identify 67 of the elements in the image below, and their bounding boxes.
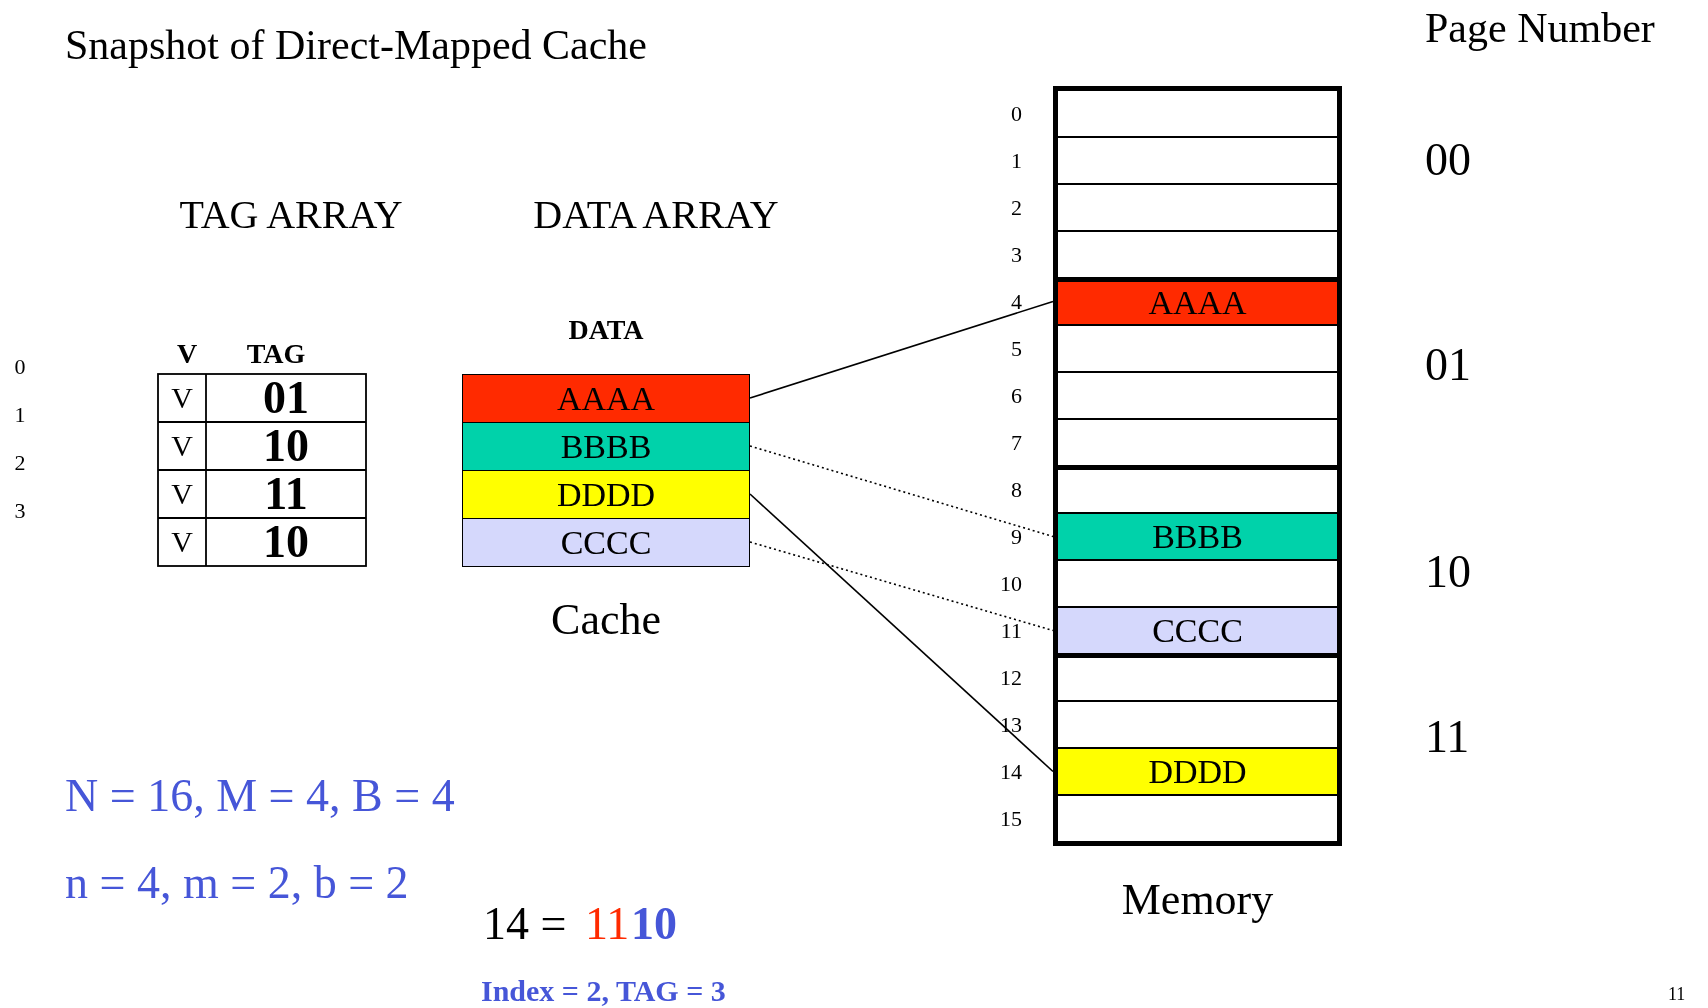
index-number: 2 (14, 452, 26, 474)
memory-caption: Memory (1121, 878, 1274, 922)
memory-row (1057, 184, 1338, 231)
connector-line (749, 445, 1054, 538)
cache-caption: Cache (551, 598, 661, 642)
memory-row (1057, 90, 1338, 137)
tag-value: 10 (263, 519, 309, 565)
page-number: 01 (1425, 342, 1471, 388)
tag-value: 10 (263, 423, 309, 469)
index-number: 3 (14, 500, 26, 522)
address-number: 15 (1000, 807, 1022, 830)
memory-row (1057, 654, 1338, 701)
tag-value: 11 (264, 471, 308, 517)
address-number: 5 (1011, 337, 1022, 360)
memory-block: CCCC (1057, 607, 1338, 654)
address-number: 14 (1000, 760, 1022, 783)
memory-row (1057, 560, 1338, 607)
address-number: 0 (1011, 102, 1022, 125)
address-number: 1 (1011, 149, 1022, 172)
title: Snapshot of Direct-Mapped Cache (65, 24, 647, 66)
address-number: 4 (1011, 290, 1022, 313)
memory-row (1057, 372, 1338, 419)
section-heading: DATA ARRAY (533, 195, 779, 235)
memory-row (1057, 231, 1338, 278)
parameter-text: n = 4, m = 2, b = 2 (65, 860, 409, 906)
connector-line (749, 493, 1054, 773)
address-number: 3 (1011, 243, 1022, 266)
equation-text: 14 = (483, 901, 567, 947)
column-heading: TAG (246, 340, 306, 368)
valid-bit: V (171, 479, 193, 509)
page-number: 10 (1425, 549, 1471, 595)
memory-block: DDDD (1057, 748, 1338, 795)
column-heading: DATA (568, 316, 644, 344)
memory-row (1057, 419, 1338, 466)
column-heading: V (176, 340, 198, 368)
index-number: 0 (14, 356, 26, 378)
valid-bit: V (171, 431, 193, 461)
parameter-text: N = 16, M = 4, B = 4 (65, 773, 455, 819)
page-number: 00 (1425, 137, 1471, 183)
address-number: 12 (1000, 666, 1022, 689)
memory-block: AAAA (1057, 278, 1338, 325)
valid-bit: V (171, 527, 193, 557)
tag-bits: 11 (585, 901, 630, 947)
memory-block: BBBB (1057, 513, 1338, 560)
result-text: Index = 2, TAG = 3 (481, 976, 726, 1006)
address-number: 7 (1011, 431, 1022, 454)
index-number: 1 (14, 404, 26, 426)
memory-row (1057, 325, 1338, 372)
section-heading: TAG ARRAY (179, 195, 403, 235)
address-number: 2 (1011, 196, 1022, 219)
address-number: 6 (1011, 384, 1022, 407)
memory-row (1057, 137, 1338, 184)
axis-heading: Page Number (1425, 7, 1655, 49)
connector-line (749, 300, 1054, 399)
address-number: 11 (1000, 619, 1022, 642)
address-number: 8 (1011, 478, 1022, 501)
index-bits: 10 (631, 901, 677, 947)
address-number: 9 (1011, 525, 1022, 548)
page-number: 11 (1425, 714, 1470, 760)
memory-row (1057, 701, 1338, 748)
memory-row (1057, 795, 1338, 842)
valid-bit: V (171, 383, 193, 413)
address-number: 10 (1000, 572, 1022, 595)
address-number: 13 (1000, 713, 1022, 736)
page-number: 11 (1668, 985, 1686, 1003)
connector-line (749, 541, 1054, 632)
tag-value: 01 (263, 375, 309, 421)
